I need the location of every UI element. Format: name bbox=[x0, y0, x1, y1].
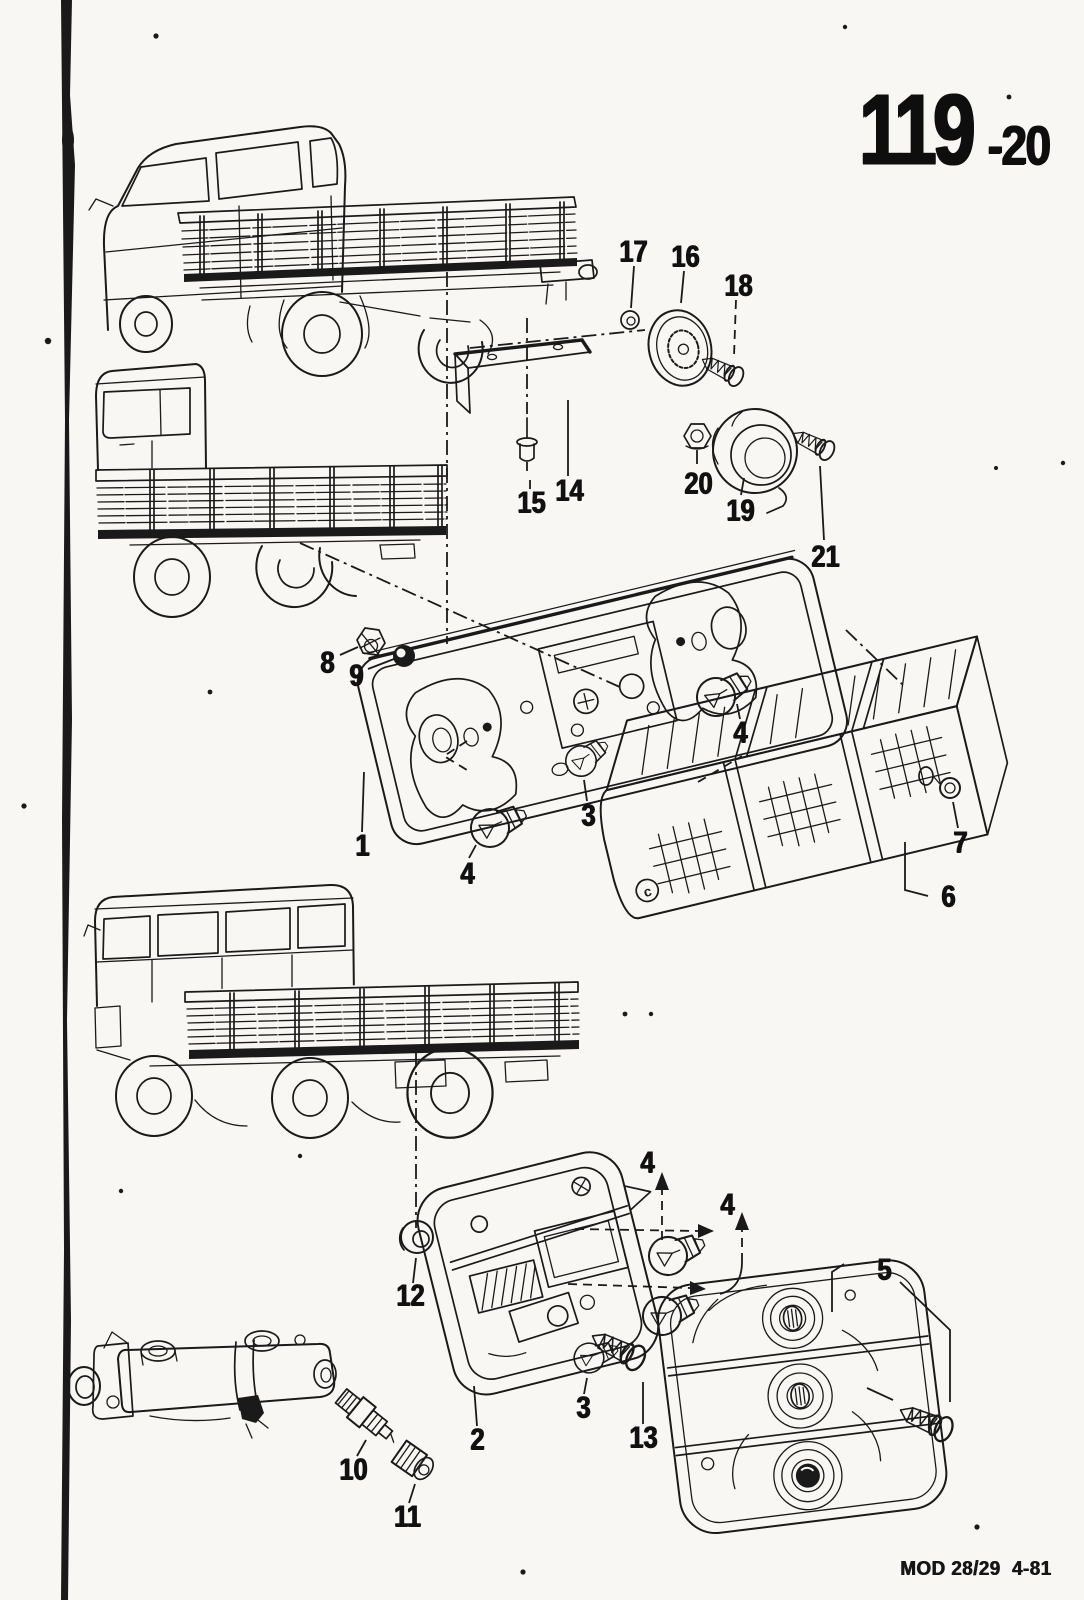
part-label-3: 3 bbox=[575, 1389, 591, 1425]
tail-lamp-housing-2 bbox=[416, 1151, 660, 1396]
leader-12 bbox=[412, 1257, 417, 1284]
leader-8 bbox=[339, 646, 359, 656]
part-label-10: 10 bbox=[338, 1451, 368, 1487]
truck-flatbed-rear-view bbox=[88, 125, 598, 384]
part-label-4: 4 bbox=[719, 1186, 735, 1222]
grommet-12 bbox=[398, 1220, 434, 1254]
license-plate-bracket-14 bbox=[453, 318, 592, 414]
leader-2 bbox=[473, 1385, 478, 1427]
leader-19 bbox=[740, 477, 745, 496]
leader-5b bbox=[899, 1281, 951, 1402]
truck-flatbed-side-view bbox=[95, 363, 448, 618]
part-label-13: 13 bbox=[628, 1419, 658, 1455]
part-label-6: 6 bbox=[940, 878, 956, 914]
bleeder-plug-11 bbox=[390, 1439, 435, 1481]
part-label-17: 17 bbox=[618, 233, 648, 269]
part-label-14: 14 bbox=[554, 472, 584, 508]
leader-housing1-to-lens6 bbox=[845, 629, 905, 687]
nut-8 bbox=[356, 627, 386, 657]
binding-edge bbox=[61, 0, 75, 1600]
part-label-19: 19 bbox=[725, 492, 755, 528]
part-label-21: 21 bbox=[810, 538, 840, 574]
leader-4b bbox=[468, 844, 477, 859]
part-label-15: 15 bbox=[516, 484, 546, 520]
lens-c-marking: c bbox=[642, 883, 654, 900]
part-label-4: 4 bbox=[639, 1144, 655, 1180]
leader-3b bbox=[583, 1377, 588, 1395]
leader-10 bbox=[356, 1439, 367, 1457]
part-label-7: 7 bbox=[952, 824, 968, 860]
turn-lamp-lens-5 bbox=[657, 1259, 948, 1535]
brake-master-cylinder bbox=[67, 1330, 337, 1439]
part-label-4: 4 bbox=[732, 714, 748, 750]
leader-18 bbox=[733, 299, 737, 357]
page-number: 119 -20 bbox=[858, 73, 1060, 184]
washer-9 bbox=[393, 645, 415, 667]
truck-crewcab-side-view bbox=[83, 883, 580, 1139]
page-number-main: 119 bbox=[858, 73, 975, 184]
leader-7 bbox=[952, 801, 959, 829]
part-label-16: 16 bbox=[670, 238, 700, 274]
part-label-4: 4 bbox=[459, 855, 475, 891]
leader-21 bbox=[819, 465, 825, 541]
rivet-screw-15 bbox=[516, 417, 538, 490]
leader-6 bbox=[904, 842, 929, 897]
screw-7 bbox=[918, 766, 961, 799]
part-label-1: 1 bbox=[354, 827, 370, 863]
leader-truck2-to-housing1 bbox=[299, 542, 623, 689]
leader-1 bbox=[361, 771, 365, 833]
part-label-11: 11 bbox=[393, 1498, 421, 1534]
part-label-18: 18 bbox=[723, 267, 753, 303]
leader-3a bbox=[583, 779, 588, 802]
side-marker-lamp-19 bbox=[711, 408, 798, 514]
part-label-12: 12 bbox=[395, 1277, 425, 1313]
leader-9 bbox=[367, 658, 395, 670]
leader-4a bbox=[736, 703, 741, 720]
part-label-8: 8 bbox=[319, 644, 335, 680]
tail-lamp-lens-6: c bbox=[599, 635, 1009, 920]
part-label-5: 5 bbox=[876, 1251, 892, 1287]
leader-17 bbox=[630, 265, 635, 309]
part-label-9: 9 bbox=[348, 657, 364, 693]
nut-20 bbox=[683, 423, 712, 450]
insert-arrow-diag bbox=[697, 755, 743, 783]
reflector-disc-16 bbox=[647, 309, 713, 387]
photocopy-specks bbox=[21, 24, 1066, 1575]
part-label-20: 20 bbox=[683, 465, 713, 501]
leader-lens5-screw bbox=[866, 1387, 894, 1401]
footer-code: MOD 28/29 4-81 bbox=[900, 1558, 1052, 1580]
tail-lamp-housing-1 bbox=[356, 549, 849, 846]
leader-16 bbox=[680, 270, 685, 304]
washer-17 bbox=[620, 310, 640, 330]
brake-light-switch-10 bbox=[334, 1388, 395, 1443]
leader-truck1-to-reflector bbox=[469, 329, 646, 349]
page-number-suffix: -20 bbox=[986, 114, 1050, 176]
part-label-2: 2 bbox=[469, 1421, 485, 1457]
part-label-3: 3 bbox=[580, 797, 596, 833]
insert-arrow-left bbox=[442, 740, 468, 771]
leader-11 bbox=[408, 1483, 416, 1504]
leader-5a bbox=[831, 1263, 845, 1312]
leader-lines bbox=[299, 272, 905, 1228]
